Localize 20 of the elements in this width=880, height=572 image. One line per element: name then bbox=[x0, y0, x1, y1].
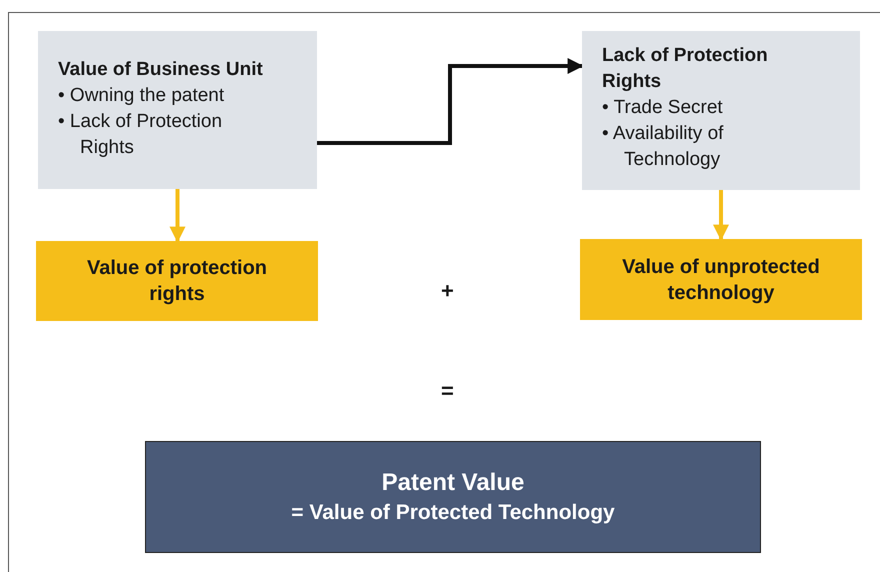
operator-sign: = bbox=[441, 378, 454, 404]
box-label: Value of protection rights bbox=[86, 256, 268, 307]
arrow bbox=[170, 189, 186, 243]
box-subheading: = Value of Protected Technology bbox=[291, 500, 615, 526]
box-label: Value of unprotected technology bbox=[621, 254, 821, 306]
value-box bbox=[36, 241, 318, 321]
info-box bbox=[582, 31, 860, 190]
bullet-item: • Availability of Technology bbox=[602, 122, 724, 172]
result-box bbox=[145, 441, 761, 553]
bullet-item: • Trade Secret bbox=[602, 96, 724, 120]
value-box bbox=[580, 239, 862, 320]
operator-sign: + bbox=[441, 278, 454, 304]
bullet-item: • Lack of Protection Rights bbox=[58, 110, 224, 160]
arrow bbox=[317, 58, 584, 145]
bullet-item: • Owning the patent bbox=[58, 84, 226, 108]
info-box bbox=[38, 31, 317, 189]
box-heading: Patent Value bbox=[382, 468, 524, 498]
arrow bbox=[713, 190, 729, 241]
box-heading: Value of Business Unit bbox=[58, 58, 264, 82]
box-heading: Lack of Protection Rights bbox=[602, 44, 769, 94]
